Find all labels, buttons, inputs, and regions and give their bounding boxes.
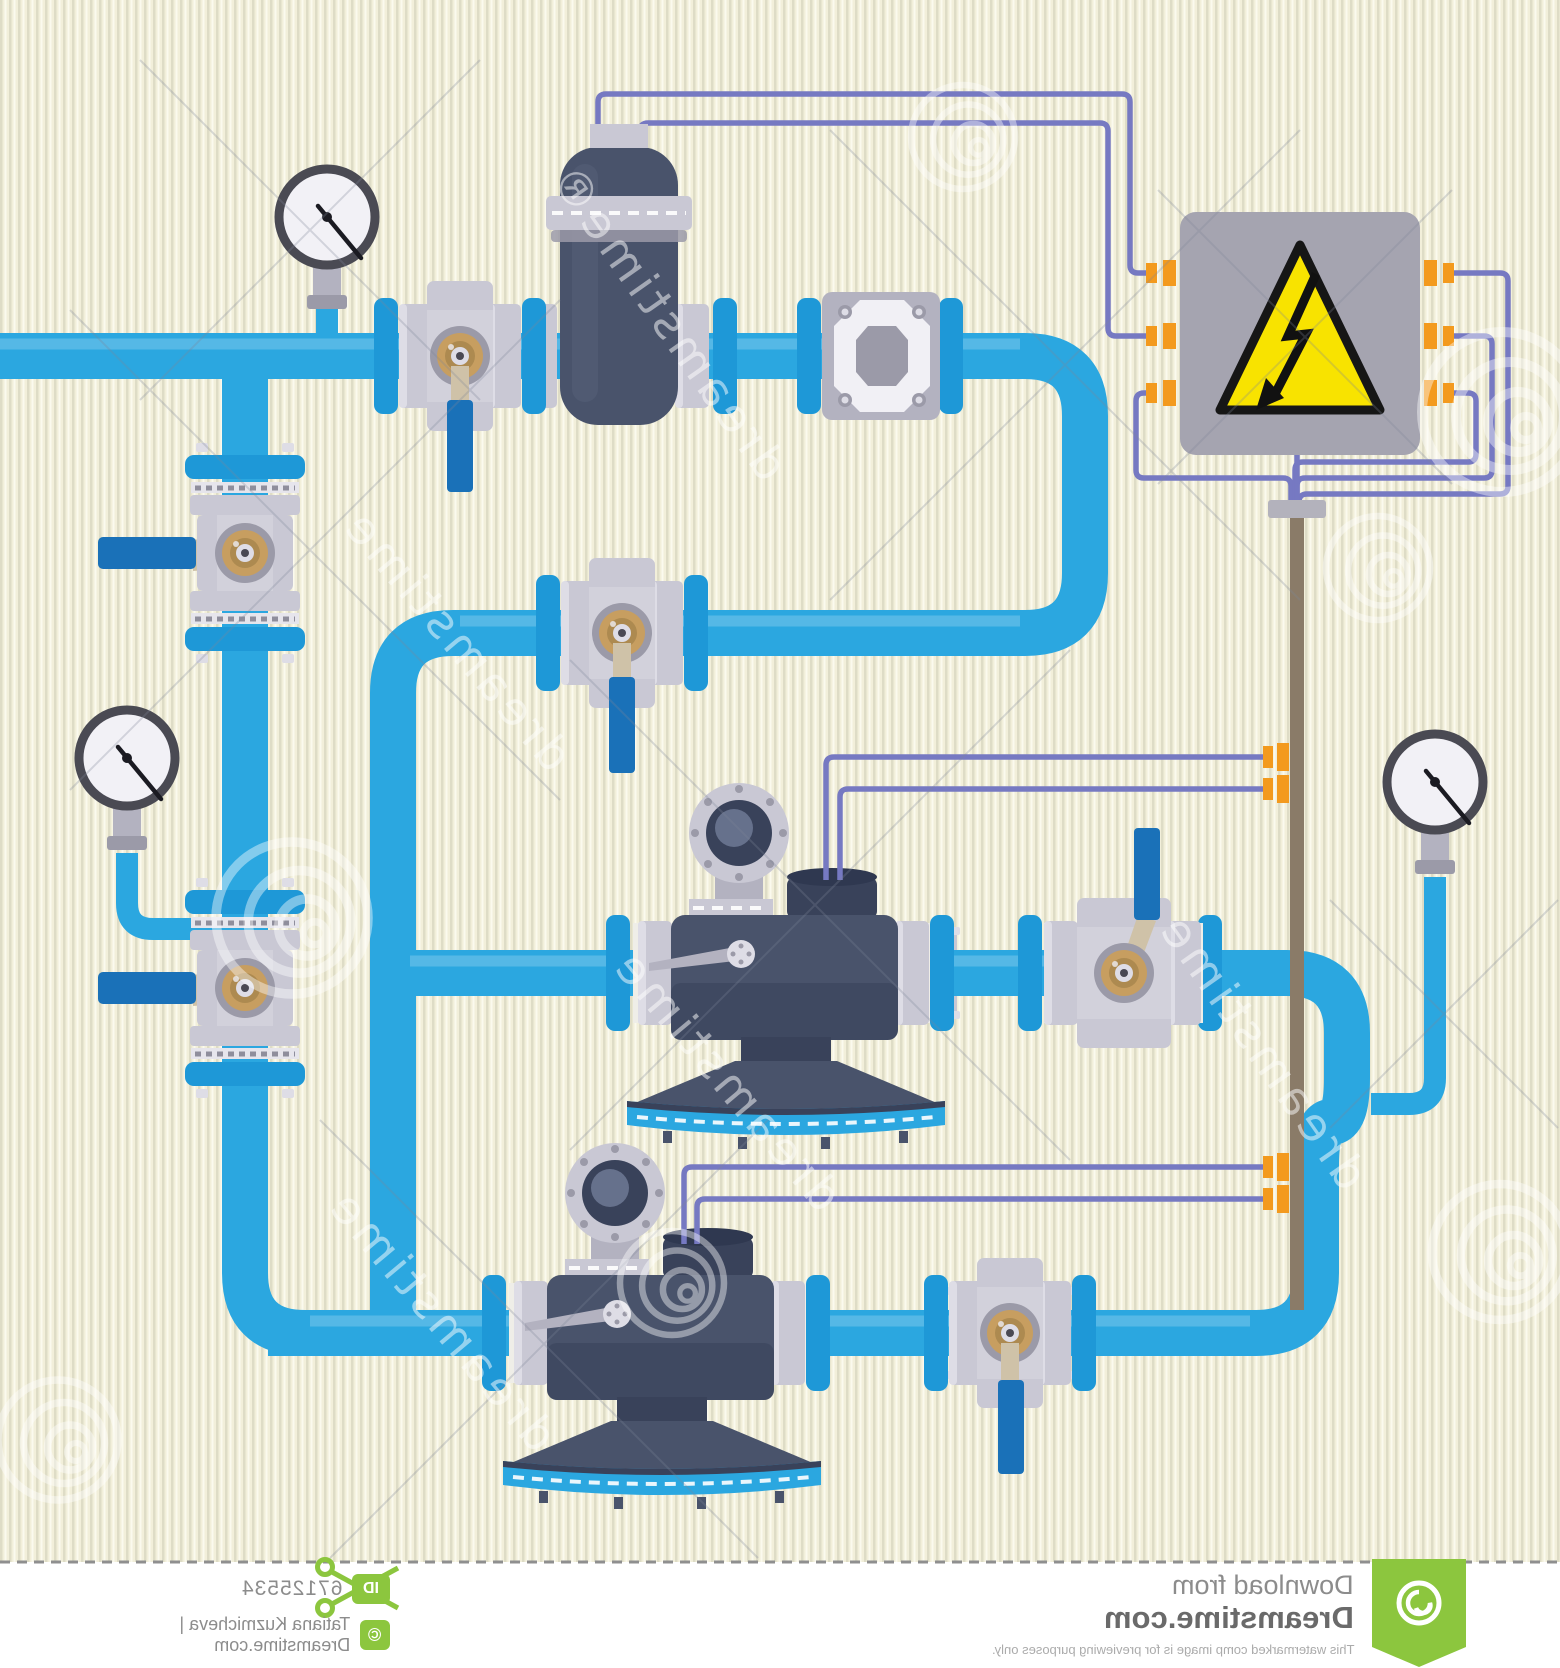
valve-top-line [374,281,546,492]
meter-bolts [838,305,926,407]
valve-second-line [536,558,708,773]
footer-background [0,1562,1560,1668]
pressure-gauge-top [279,169,375,336]
copyright-badge: © [360,1620,390,1650]
preview-footer: 67125534 ID Tatiana Kuzmicheva | Dreamst… [0,1559,1560,1668]
box-terminals [1146,260,1454,406]
high-voltage-warning-icon [1215,240,1385,415]
valve-vertical-upper-left [98,443,305,663]
control-box [1180,212,1420,455]
valve-vertical-lower-left [98,878,305,1098]
tank-top-cap [590,124,648,148]
dreamstime-ribbon-logo [1372,1559,1466,1667]
image-id-row: 67125534 ID [120,1574,390,1604]
download-from-text: Download from [1172,1570,1354,1600]
dreamstime-domain-text: Dreamstime.com [1104,1600,1354,1635]
credit-row: Tatiana Kuzmicheva | Dreamstime.com © [60,1614,390,1656]
power-cable [1268,500,1326,1310]
cable-terminals [1263,743,1289,1213]
spiral-glyph [1405,1589,1433,1617]
valve-bottom-line [924,1258,1096,1474]
id-badge: ID [352,1574,390,1604]
download-block: Download from Dreamstime.com This waterm… [992,1570,1354,1657]
image-id-value: 67125534 [240,1577,342,1600]
flow-meter [797,292,963,420]
disclaimer-text: This watermarked comp image is for previ… [991,1642,1354,1657]
credit-text: Tatiana Kuzmicheva | Dreamstime.com [179,1614,351,1655]
filter-tank [523,147,737,425]
valve-middle-pump-line [1018,828,1222,1048]
